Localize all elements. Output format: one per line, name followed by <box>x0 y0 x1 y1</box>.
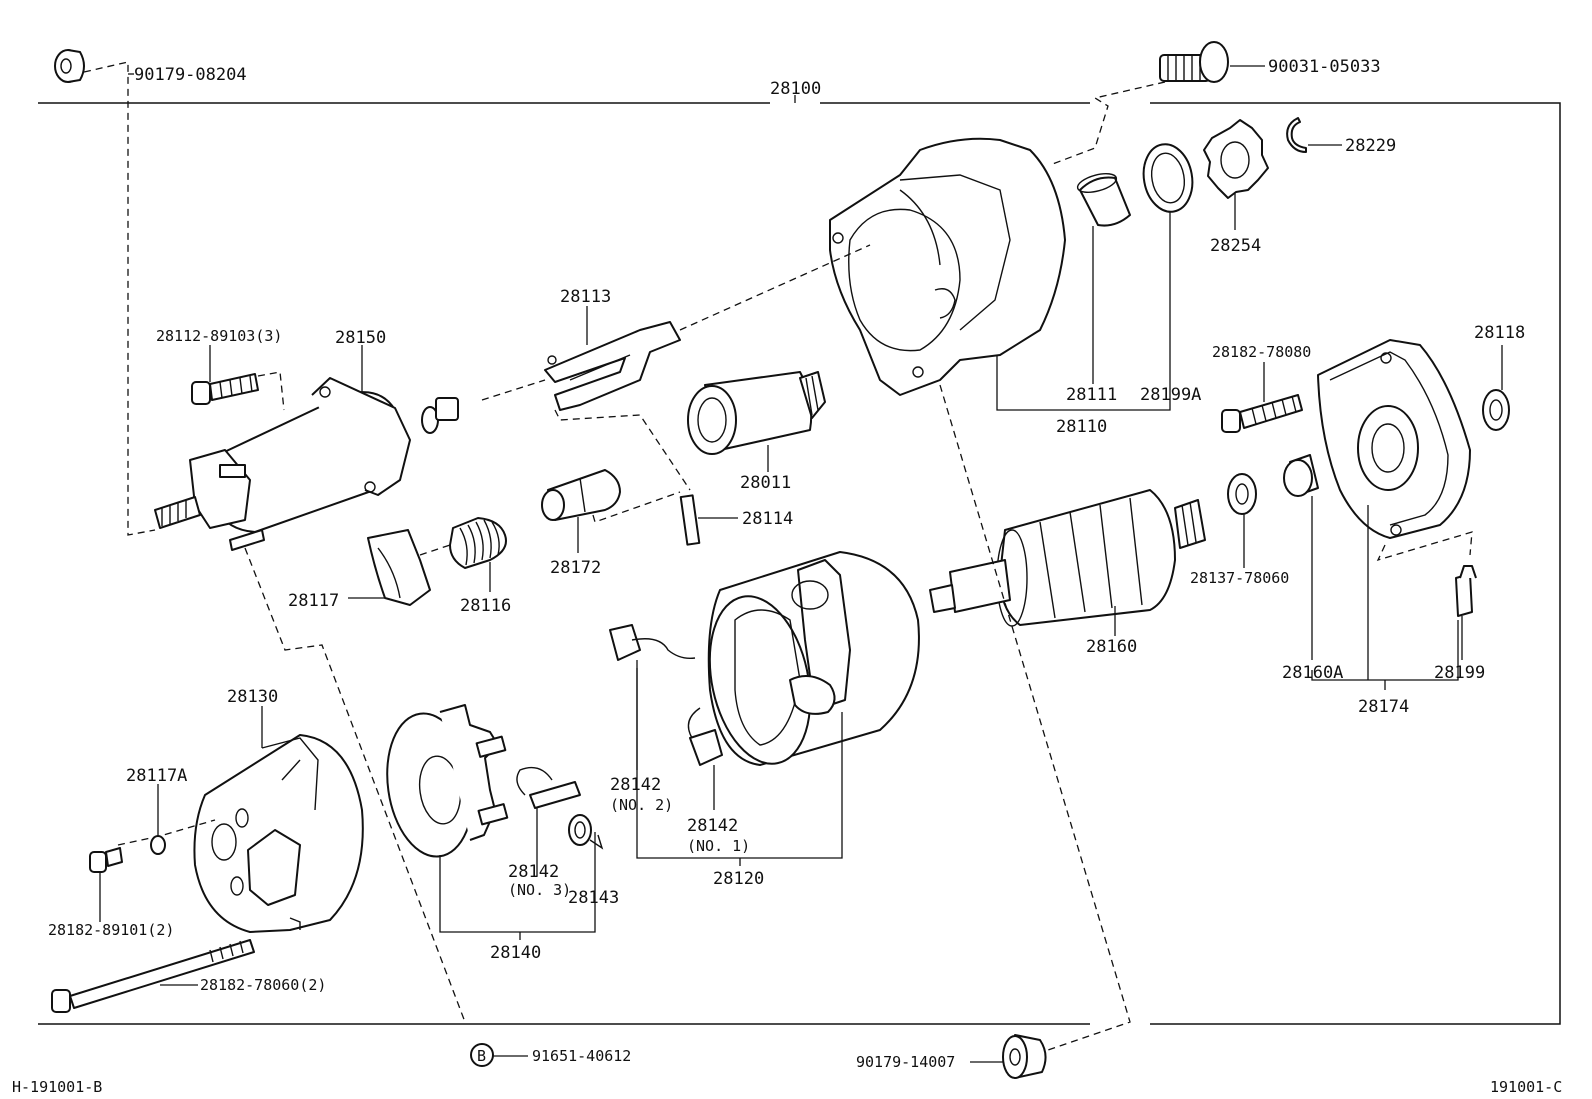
dash-lever-to-housing <box>679 244 871 331</box>
end-frame-28174 <box>1317 339 1471 539</box>
dash-end-frame <box>1376 531 1473 562</box>
assembly-frame <box>38 102 1561 1025</box>
label-28182-78060: 28182-78060(2) <box>200 976 326 994</box>
spring-28116 <box>449 517 507 569</box>
label-28117A: 28117A <box>126 766 187 786</box>
label-28114: 28114 <box>742 509 793 529</box>
pin-28114 <box>679 494 701 546</box>
label-28118: 28118 <box>1474 323 1525 343</box>
label-28182-78080: 28182-78080 <box>1212 343 1311 361</box>
brush-28142-no1 <box>687 707 723 766</box>
label-91651-40612: 91651-40612 <box>532 1047 631 1065</box>
bolt-marker-letter: B <box>477 1047 486 1065</box>
label-28112-89103: 28112-89103(3) <box>156 327 282 345</box>
drive-lever-28113 <box>544 321 681 411</box>
clutch-28011 <box>687 371 826 455</box>
label-28199A: 28199A <box>1140 385 1201 405</box>
label-28113: 28113 <box>560 287 611 307</box>
bushing-28160A <box>1283 454 1319 497</box>
spring-28143 <box>568 814 604 850</box>
bracket-28110 <box>996 200 1171 411</box>
brush-28142-no2 <box>609 624 696 661</box>
dash-solenoid-to-91651 <box>244 547 466 1023</box>
yoke-28120 <box>707 551 920 766</box>
label-28160: 28160 <box>1086 637 1137 657</box>
through-bolt-28182-78060 <box>51 939 255 1013</box>
washer-28137-78060 <box>1227 473 1257 515</box>
label-28120: 28120 <box>713 869 764 889</box>
nut-90179-14007 <box>1002 1034 1047 1079</box>
label-28140: 28140 <box>490 943 541 963</box>
label-28229: 28229 <box>1345 136 1396 156</box>
dash-housing-to-nut <box>939 384 1131 1051</box>
label-28142-no3-sub: (NO. 3) <box>508 881 571 899</box>
solenoid-28150 <box>154 377 459 551</box>
label-28199: 28199 <box>1434 663 1485 683</box>
label-28142-no2-sub: (NO. 2) <box>610 796 673 814</box>
label-28130: 28130 <box>227 687 278 707</box>
label-28150: 28150 <box>335 328 386 348</box>
dash-solenoid-to-lever <box>481 379 546 401</box>
plunger-28172 <box>541 469 621 521</box>
label-28110: 28110 <box>1056 417 1107 437</box>
label-90031-05033: 90031-05033 <box>1268 57 1381 77</box>
label-28142-no1: 28142 <box>687 816 738 836</box>
label-28174: 28174 <box>1358 697 1409 717</box>
footer-left-code: H-191001-B <box>12 1078 102 1096</box>
pinion-gear-28254 <box>1203 119 1269 199</box>
label-90179-14007: 90179-14007 <box>856 1053 955 1071</box>
label-28116: 28116 <box>460 596 511 616</box>
label-28254: 28254 <box>1210 236 1261 256</box>
cap-28118 <box>1482 389 1510 431</box>
label-28137-78060: 28137-78060 <box>1190 569 1289 587</box>
label-28142-no2: 28142 <box>610 775 661 795</box>
label-28143: 28143 <box>568 888 619 908</box>
armature-28160 <box>929 489 1206 627</box>
label-28160A: 28160A <box>1282 663 1343 683</box>
rear-cover-28130 <box>193 734 364 933</box>
label-28117: 28117 <box>288 591 339 611</box>
label-28142-no3: 28142 <box>508 862 559 882</box>
footer-right-code: 191001-C <box>1490 1078 1562 1096</box>
dash-lever-pin <box>554 409 691 491</box>
washer-28117A <box>150 835 166 855</box>
bracket-28174 <box>1311 505 1459 690</box>
dash-bolt-28112 <box>257 371 285 411</box>
label-28182-89101: 28182-89101(2) <box>48 921 174 939</box>
label-28100: 28100 <box>770 79 821 99</box>
dash-nut-to-solenoid <box>83 61 156 536</box>
dash-bolt-to-housing <box>1049 81 1166 166</box>
boot-28117 <box>367 529 431 606</box>
bolt-28182-78080 <box>1221 394 1303 433</box>
bolt-28112-89103 <box>191 373 259 405</box>
dash-plunger <box>592 491 681 523</box>
bolt-90031-05033 <box>1159 41 1229 83</box>
label-90179-08204: 90179-08204 <box>134 65 247 85</box>
seal-28199A <box>1142 143 1194 213</box>
drive-housing-28110 <box>829 137 1066 396</box>
label-28011: 28011 <box>740 473 791 493</box>
label-28111: 28111 <box>1066 385 1117 405</box>
bracket-28140 <box>439 832 596 940</box>
brush-28142-no3 <box>516 766 581 809</box>
plug-28199 <box>1455 565 1477 617</box>
dash-spring <box>419 544 451 556</box>
bolt-28182-89101 <box>89 847 123 873</box>
label-28142-no1-sub: (NO. 1) <box>687 837 750 855</box>
label-28172: 28172 <box>550 558 601 578</box>
bolt-marker-91651-40612 <box>470 1043 494 1067</box>
snap-ring-28229 <box>1286 117 1307 153</box>
nut-90179-08204 <box>54 49 85 83</box>
bushing-28111 <box>1076 172 1131 227</box>
brush-holder-28140 <box>386 704 509 858</box>
